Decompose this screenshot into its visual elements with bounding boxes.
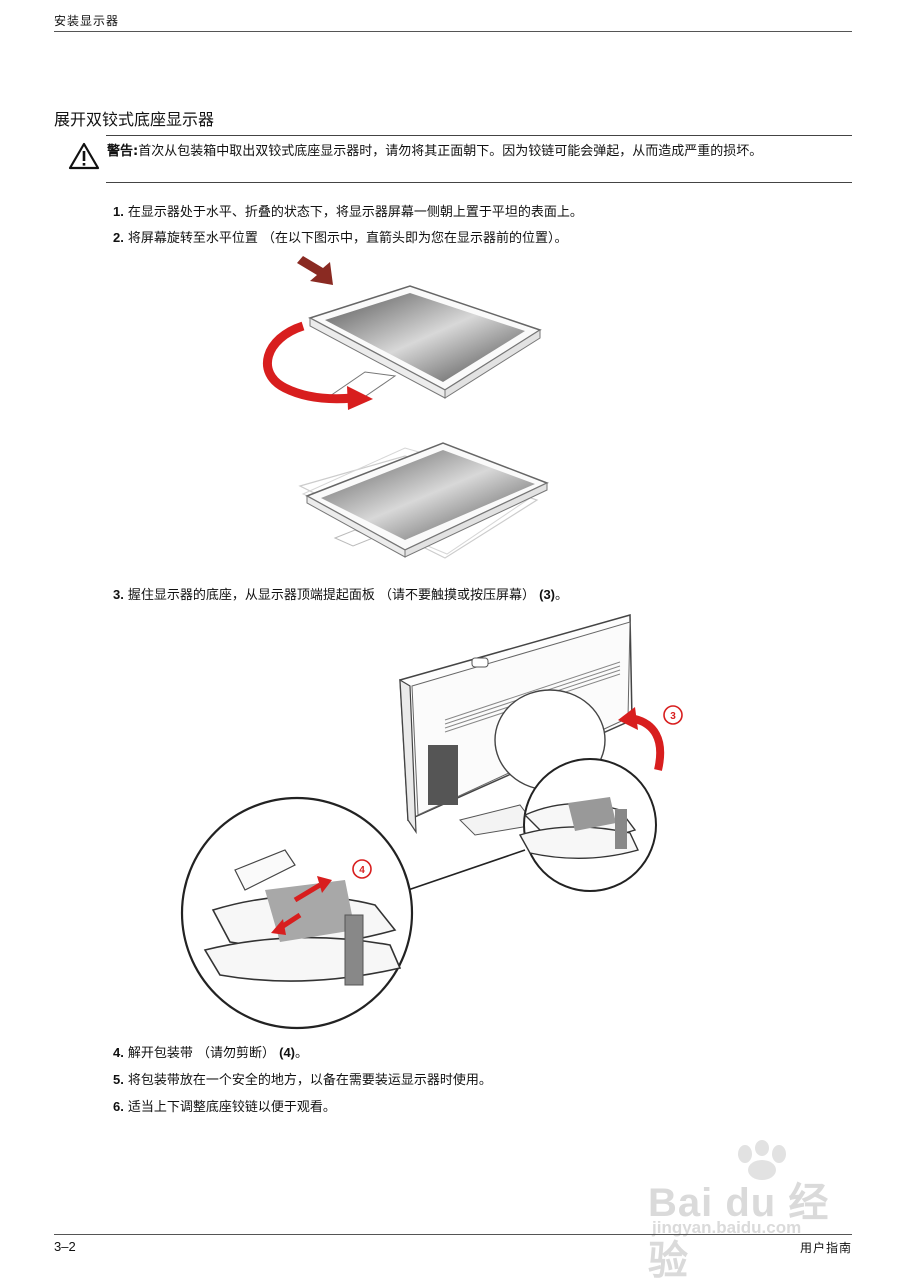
step-6: 6.适当上下调整底座铰链以便于观看。 [113,1096,336,1115]
warning-top-rule [106,135,852,136]
step-3: 3.握住显示器的底座，从显示器顶端提起面板 （请不要触摸或按压屏幕） (3)。 [113,584,568,603]
step-number: 2. [113,230,124,245]
running-header: 安装显示器 [54,14,120,28]
rotate-screen-illustration [263,256,549,559]
callout-3-label: 3 [670,711,676,722]
step-2: 2.将屏幕旋转至水平位置 （在以下图示中，直箭头即为您在显示器前的位置）。 [113,227,567,246]
step-5: 5.将包装带放在一个安全的地方，以备在需要装运显示器时使用。 [113,1069,492,1088]
watermark-url: jingyan.baidu.com [652,1218,802,1237]
step-text: 适当上下调整底座铰链以便于观看。 [127,1100,336,1115]
rotation-arrow [263,321,354,404]
warning-message: 警告:首次从包装箱中取出双铰式底座显示器时，请勿将其正面朝下。因为铰链可能会弹起… [107,143,849,160]
step-end: 。 [555,588,569,603]
warning-label: 警告: [107,144,139,159]
step-4: 4.解开包装带 （请勿剪断） (4)。 [113,1042,308,1061]
step-text: 在显示器处于水平、折叠的状态下，将显示器屏幕一侧朝上置于平坦的表面上。 [127,205,583,220]
baidu-watermark: Bai du 经验 jingyan.baidu.com [640,1140,855,1283]
step-number: 5. [113,1072,124,1087]
step-number: 4. [113,1045,124,1060]
step-text: 将屏幕旋转至水平位置 （在以下图示中，直箭头即为您在显示器前的位置）。 [127,231,568,246]
callout-4-label: 4 [359,865,365,876]
callout-3-circle [663,705,683,725]
header-divider [54,31,852,32]
warning-bottom-rule [106,182,852,183]
step-1: 1.在显示器处于水平、折叠的状态下，将显示器屏幕一侧朝上置于平坦的表面上。 [113,201,583,220]
section-title: 展开双铰式底座显示器 [54,110,215,129]
running-footer: 用户指南 [799,1241,852,1255]
step-text: 将包装带放在一个安全的地方，以备在需要装运显示器时使用。 [127,1073,492,1088]
warning-text: 首次从包装箱中取出双铰式底座显示器时，请勿将其正面朝下。因为铰链可能会弹起，从而… [138,144,763,159]
page-number: 3–2 [54,1239,76,1254]
step-number: 1. [113,204,124,219]
callout-reference: (3) [539,587,555,602]
step-text: 解开包装带 （请勿剪断） [127,1046,280,1061]
step-number: 3. [113,587,124,602]
callout-reference: (4) [279,1045,295,1060]
step-text: 握住显示器的底座，从显示器顶端提起面板 （请不要触摸或按压屏幕） [127,588,540,603]
front-direction-arrow [297,256,333,285]
paw-logo-icon [738,1140,786,1180]
callout-4-circle [352,859,372,879]
packing-strap-illustration: 3 4 [180,614,683,1030]
step-number: 6. [113,1099,124,1114]
step-end: 。 [295,1046,309,1061]
watermark-brand: Bai du 经验 [648,1181,830,1283]
footer-divider [54,1234,852,1235]
warning-icon [68,142,100,170]
